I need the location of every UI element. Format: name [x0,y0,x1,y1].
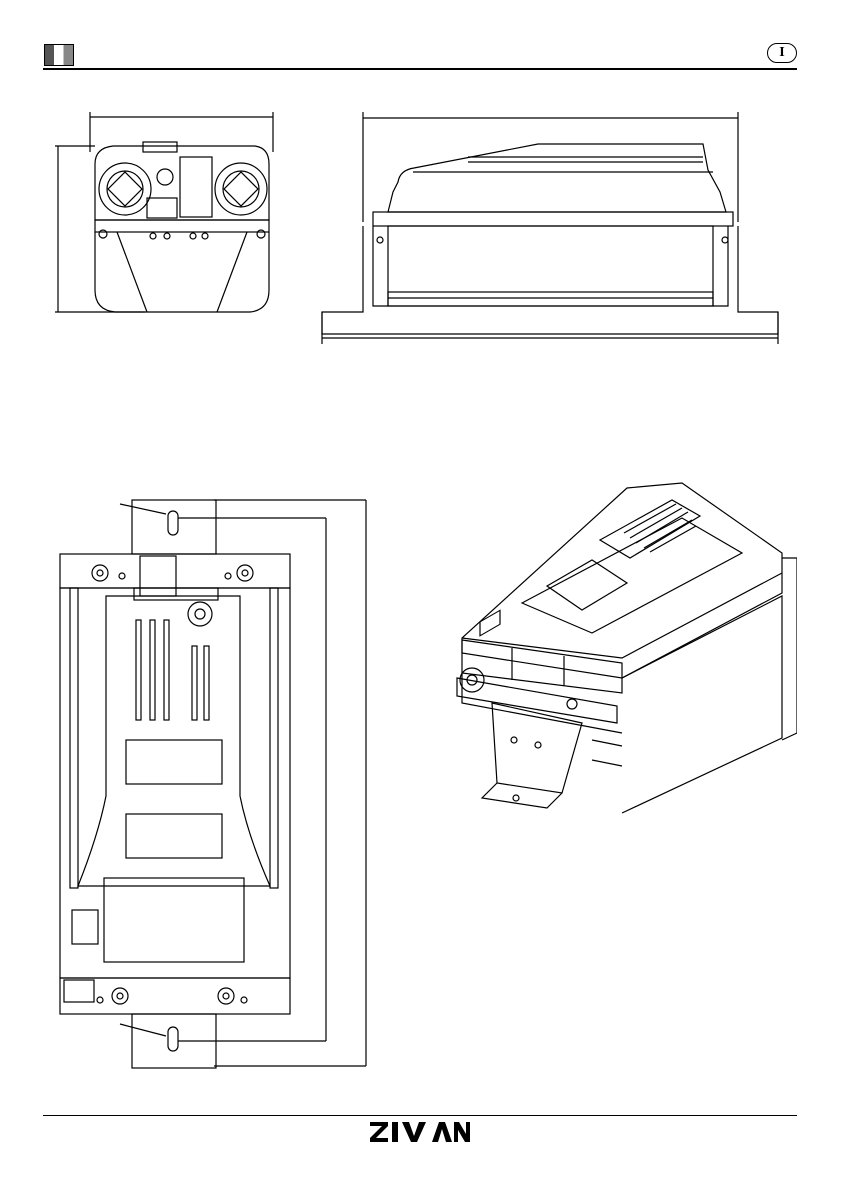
isometric-view-drawing [452,478,797,823]
zivan-logo [368,1120,472,1144]
header-divider [43,68,797,70]
top-view-drawing [48,496,370,1071]
side-view-drawing [318,112,783,347]
italian-flag-icon [44,44,74,66]
language-badge: I [767,43,797,63]
footer-divider [43,1115,797,1116]
front-view-drawing [55,112,285,322]
